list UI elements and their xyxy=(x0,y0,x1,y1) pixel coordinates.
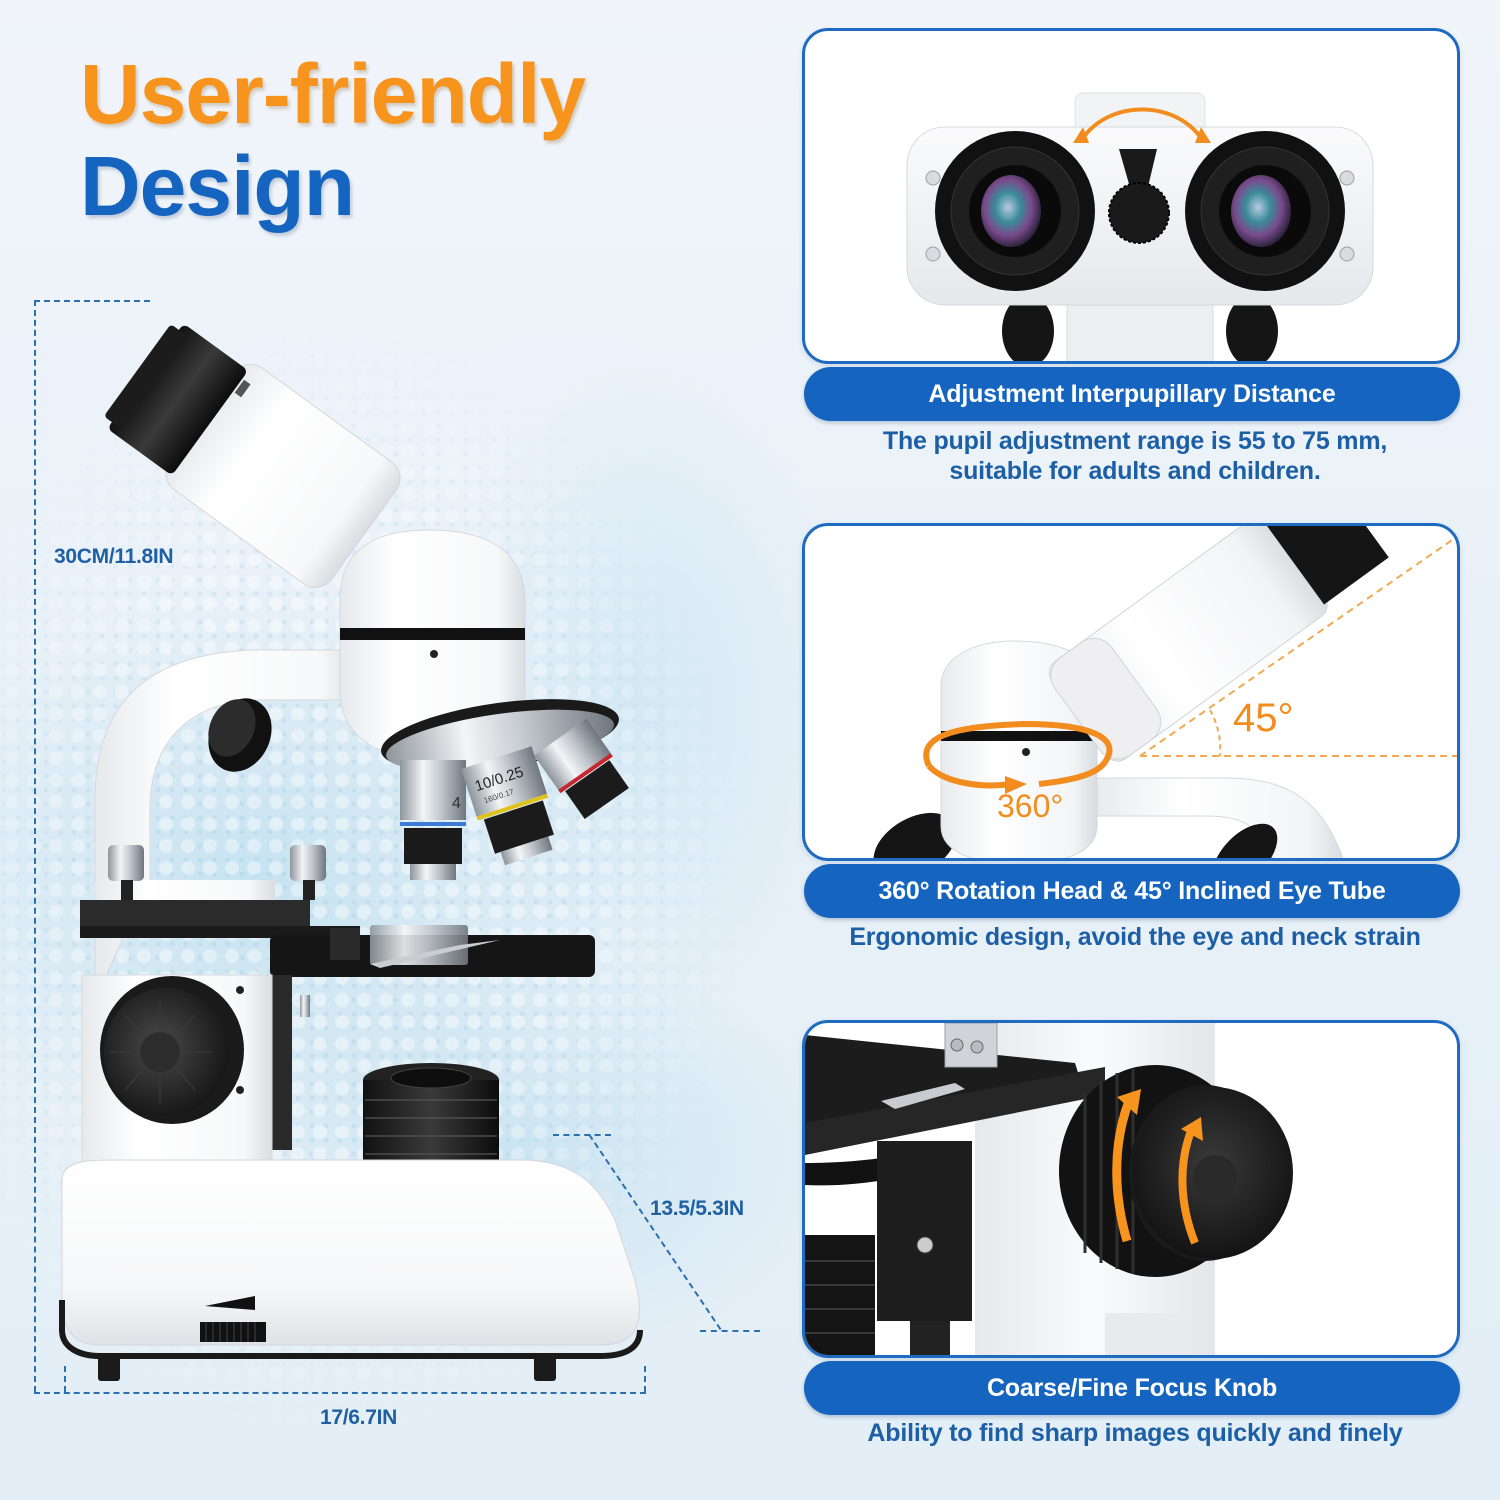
feature-description-rotation-head: Ergonomic design, avoid the eye and neck… xyxy=(849,923,1421,951)
height-dimension-line xyxy=(34,300,36,1392)
feature-description-line-2: suitable for adults and children. xyxy=(949,457,1321,485)
binocular-eyepieces-image xyxy=(906,92,1374,361)
feature-panel-rotation-head: 45° 360° xyxy=(802,523,1460,861)
depth-dimension-cap-top xyxy=(553,1134,611,1136)
depth-dimension-label: 13.5/5.3IN xyxy=(650,1197,744,1220)
interpupillary-adjust-arrow-icon xyxy=(1073,107,1211,143)
width-dimension-tick-left xyxy=(64,1366,66,1392)
headline-line-1: User-friendly xyxy=(80,47,586,141)
angle-guide-lines xyxy=(923,537,1457,794)
width-dimension-tick-right xyxy=(644,1366,646,1392)
feature-panel-interpupillary xyxy=(802,28,1460,364)
feature-title-rotation-head: 360° Rotation Head & 45° Inclined Eye Tu… xyxy=(804,864,1460,918)
headline: User-friendly Design xyxy=(80,47,586,233)
width-dimension-line xyxy=(34,1392,646,1394)
height-dimension-label: 30CM/11.8IN xyxy=(54,545,174,568)
depth-dimension-cap-bottom xyxy=(700,1330,760,1332)
feature-title-focus-knob: Coarse/Fine Focus Knob xyxy=(804,1361,1460,1415)
headline-line-2: Design xyxy=(80,139,355,233)
width-dimension-label: 17/6.7IN xyxy=(320,1406,397,1429)
feature-panel-focus-knob xyxy=(802,1020,1460,1358)
feature-description-line-1: The pupil adjustment range is 55 to 75 m… xyxy=(882,427,1388,455)
rotation-360-label: 360° xyxy=(997,788,1064,824)
rotating-head-image xyxy=(873,526,1389,858)
feature-description-interpupillary: The pupil adjustment range is 55 to 75 m… xyxy=(780,426,1490,486)
microscope-illustration: 4 10/0.25 160/0.17 xyxy=(59,325,643,1381)
focus-knob-image xyxy=(805,1023,1293,1355)
height-dimension-cap xyxy=(34,300,150,302)
feature-description-focus-knob: Ability to find sharp images quickly and… xyxy=(867,1419,1403,1447)
feature-title-interpupillary: Adjustment Interpupillary Distance xyxy=(804,367,1460,421)
angle-45-label: 45° xyxy=(1233,696,1294,740)
objective-4x-label: 4 xyxy=(452,795,461,812)
